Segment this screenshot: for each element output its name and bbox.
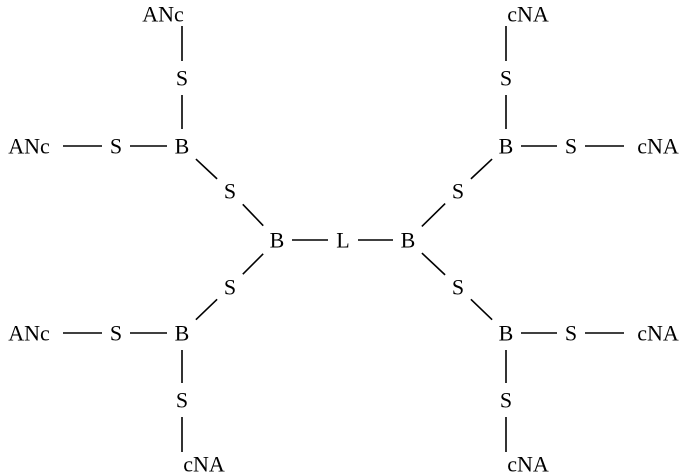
branch-label-B_lr: B — [499, 321, 514, 346]
spacer-label-S_ru: S — [452, 179, 464, 204]
cna-terminal-label-T_ur_t: cNA — [507, 2, 549, 27]
bond-S_lu-B_ul — [196, 159, 217, 179]
spacer-label-S_ll_b: S — [176, 388, 188, 413]
bond-B_l-S_ld — [243, 254, 263, 274]
bond-S_ld-B_ll — [196, 299, 217, 319]
bond-B_l-S_lu — [243, 204, 263, 225]
branch-label-B_r: B — [401, 228, 416, 253]
cna-terminal-label-T_lr_r: cNA — [637, 321, 679, 346]
anc-terminal-label-T_ul_l: ANc — [8, 134, 50, 159]
spacer-label-S_ul_l: S — [110, 134, 122, 159]
anc-terminal-label-T_ll_l: ANc — [8, 321, 50, 346]
spacer-label-S_ur_t: S — [500, 66, 512, 91]
bond-S_rd-B_lr — [471, 299, 492, 319]
cna-terminal-label-T_lr_b: cNA — [507, 452, 549, 476]
branch-label-B_ur: B — [499, 134, 514, 159]
bond-S_ru-B_ur — [471, 159, 492, 179]
branch-label-B_l: B — [270, 228, 285, 253]
spacer-label-S_rd: S — [452, 275, 464, 300]
spacer-label-S_lr_r: S — [565, 321, 577, 346]
anc-terminal-label-T_ul_t: ANc — [142, 2, 184, 27]
branch-label-B_ll: B — [175, 321, 190, 346]
spacer-label-S_lu: S — [224, 179, 236, 204]
spacer-label-S_ul_t: S — [176, 66, 188, 91]
spacer-label-S_ld: S — [224, 275, 236, 300]
cna-terminal-label-T_ll_b: cNA — [183, 452, 225, 476]
atoms-layer: LBBSSSSBBBBSSSSSSSSANcANcANccNAcNAcNAcNA… — [8, 2, 679, 476]
spacer-label-S_ur_r: S — [565, 134, 577, 159]
bond-B_r-S_rd — [422, 253, 445, 275]
linker-label-L: L — [336, 228, 349, 253]
cna-terminal-label-T_ur_r: cNA — [637, 134, 679, 159]
bond-B_r-S_ru — [422, 204, 445, 227]
spacer-label-S_lr_b: S — [500, 388, 512, 413]
spacer-label-S_ll_l: S — [110, 321, 122, 346]
branch-label-B_ul: B — [175, 134, 190, 159]
